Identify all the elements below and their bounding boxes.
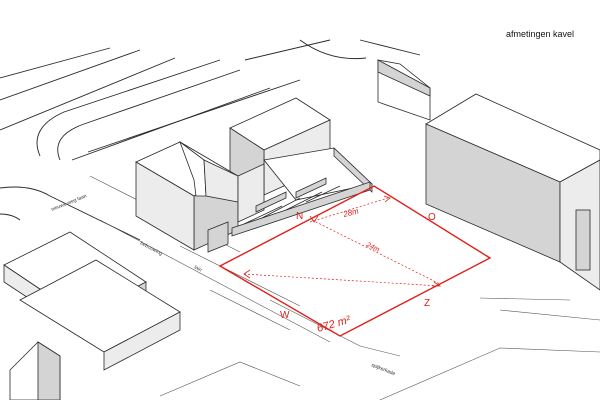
drawing-title: afmetingen kavel [506,29,574,39]
road-lines [0,39,421,241]
dimension-depth-label: 24m [364,241,380,254]
compass-east: O [428,212,436,223]
building-block-left [3,231,181,400]
street-label-bottom: spijkerkade [370,362,396,377]
arrow-head-icon [383,195,391,203]
dimension-lines [243,195,442,287]
arrow-head-icon [243,269,251,279]
garden-walls [231,147,373,237]
arrow-head-icon [432,281,442,287]
plot-outline [218,185,492,337]
street-label-left: bebouwing [139,240,163,257]
compass-west: W [280,310,290,321]
arrow-head-icon [309,215,319,223]
main-building [135,97,331,253]
compass-south: Z [424,298,430,309]
street-label-top: nieuwe-weg laan [51,193,88,213]
dimension-width-label: 28m [341,206,360,219]
street-label-left2: lain [193,264,203,273]
compass-north: N [296,211,303,222]
building-right [377,59,600,291]
